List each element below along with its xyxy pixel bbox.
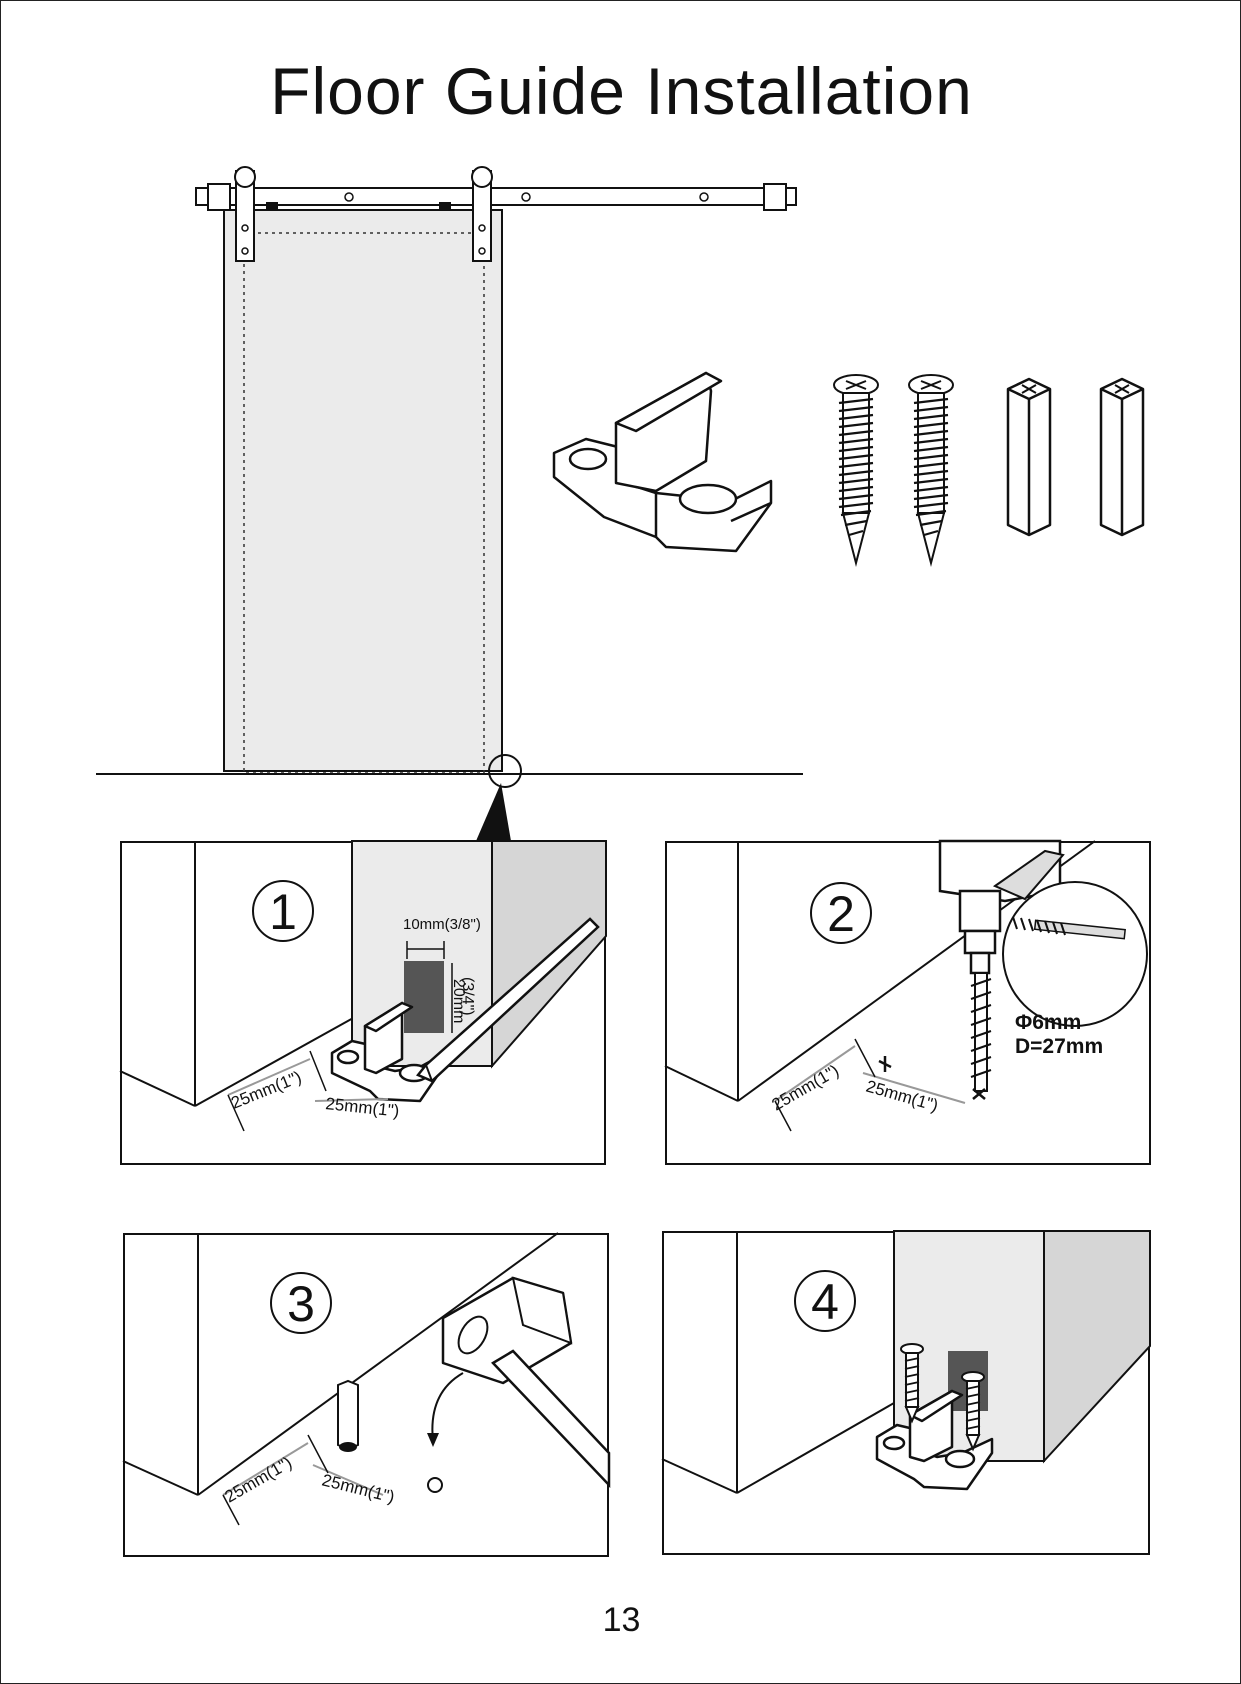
step-number: 4 (811, 1274, 839, 1330)
door-overview-illustration (96, 166, 803, 841)
step-3-panel: 3 25mm(1") 25mm(1") (122, 1232, 611, 1557)
step-1-panel: 1 10mm(3/8") (3/4") 20mm 25mm(1") 25mm(1… (119, 840, 607, 1165)
step-number: 1 (269, 884, 297, 940)
bit-diameter-label: Φ6mm (1015, 1011, 1081, 1034)
dimension-label: 20mm (450, 979, 467, 1023)
page-number: 13 (602, 1601, 641, 1639)
screw-icon (833, 374, 879, 567)
dimension-label: 10mm(3/8") (403, 916, 481, 933)
floor-guide-part-icon (552, 371, 773, 553)
step-number: 2 (827, 886, 855, 942)
wall-anchor-icon (1006, 377, 1052, 537)
wall-anchor-icon (1099, 377, 1145, 537)
dimension-label: (3/4") (459, 977, 476, 1016)
step-number: 3 (287, 1276, 315, 1332)
step-2-panel: 2 Φ6mm D=27mm 25mm(1") 25mm(1") (664, 839, 1151, 1165)
screw-icon (908, 374, 954, 567)
drill-depth-label: D=27mm (1015, 1035, 1103, 1058)
step-4-panel: 4 (661, 1230, 1151, 1555)
page-title: Floor Guide Installation (270, 54, 973, 128)
